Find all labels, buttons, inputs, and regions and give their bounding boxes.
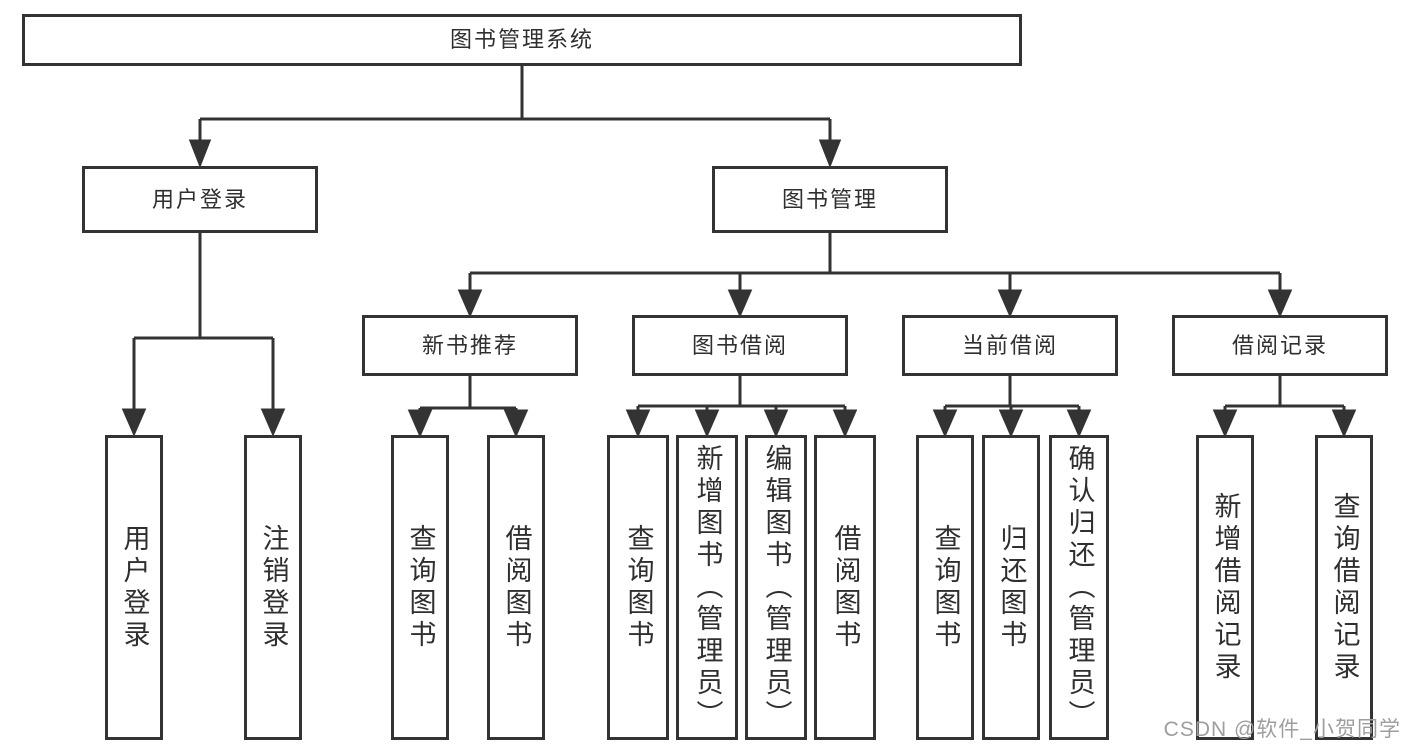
- arrowhead-icon: [998, 409, 1024, 438]
- arrowhead-icon: [1331, 409, 1357, 438]
- node-book-management: 图书管理: [712, 166, 948, 233]
- node-new-book-recommendation: 新书推荐: [362, 315, 578, 376]
- node-leaf-query-books-rec: 查询图书: [391, 435, 449, 740]
- arrowhead-icon: [763, 409, 789, 438]
- arrowhead-icon: [503, 409, 529, 438]
- arrowhead-icon: [457, 289, 483, 318]
- arrowhead-icon: [727, 289, 753, 318]
- arrowhead-icon: [932, 409, 958, 438]
- node-leaf-query-books-current: 查询图书: [916, 435, 974, 740]
- node-library-management-system: 图书管理系统: [22, 14, 1022, 66]
- node-leaf-query-borrow-record: 查询借阅记录: [1315, 435, 1373, 740]
- node-leaf-borrow-books: 借阅图书: [814, 435, 876, 740]
- arrowhead-icon: [694, 409, 720, 438]
- node-user-login: 用户登录: [82, 166, 318, 233]
- arrowhead-icon: [260, 408, 286, 437]
- arrowhead-icon: [625, 409, 651, 438]
- node-leaf-edit-books-admin: 编辑图书（管理员）: [745, 435, 807, 740]
- arrowhead-icon: [832, 409, 858, 438]
- arrowhead-icon: [121, 408, 147, 437]
- arrowhead-icon: [1267, 289, 1293, 318]
- connector-borrow-records-children: [1212, 376, 1357, 438]
- arrowhead-icon: [818, 139, 842, 169]
- node-borrowing-records: 借阅记录: [1172, 315, 1388, 376]
- connector-user-login-children: [121, 233, 286, 437]
- node-book-borrowing: 图书借阅: [632, 315, 848, 376]
- arrowhead-icon: [1212, 409, 1238, 438]
- node-current-borrowing: 当前借阅: [902, 315, 1118, 376]
- connector-current-borrow-children: [932, 376, 1092, 438]
- node-leaf-confirm-return-admin: 确认归还（管理员）: [1049, 435, 1109, 740]
- node-leaf-add-books-admin: 新增图书（管理员）: [676, 435, 738, 740]
- node-leaf-logout: 注销登录: [244, 435, 302, 740]
- connector-new-book-rec-children: [407, 376, 529, 438]
- node-leaf-borrow-books-rec: 借阅图书: [487, 435, 545, 740]
- node-leaf-return-books: 归还图书: [982, 435, 1040, 740]
- connector-book-mgmt-children: [457, 233, 1293, 318]
- arrowhead-icon: [1066, 409, 1092, 438]
- node-leaf-add-borrow-record: 新增借阅记录: [1196, 435, 1254, 740]
- arrowhead-icon: [188, 139, 212, 169]
- arrowhead-icon: [407, 409, 433, 438]
- arrowhead-icon: [997, 289, 1023, 318]
- node-leaf-user-login: 用户登录: [105, 435, 163, 740]
- connector-book-borrow-children: [625, 376, 858, 438]
- connector-root-to-level1: [188, 66, 842, 169]
- node-leaf-query-books-borrow: 查询图书: [607, 435, 669, 740]
